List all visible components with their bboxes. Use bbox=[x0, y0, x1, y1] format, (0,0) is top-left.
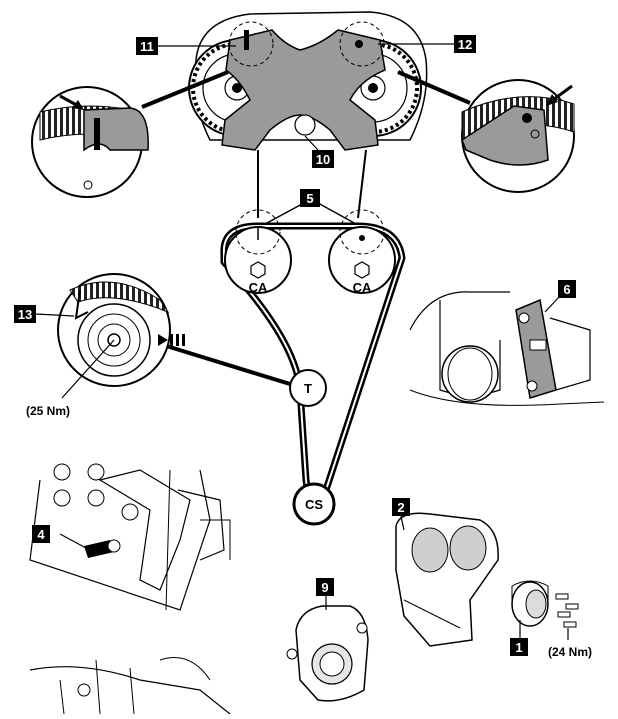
camshaft-locking-tool bbox=[221, 29, 386, 151]
pump-bolts bbox=[555, 593, 579, 628]
tensioner-detail: (25 Nm) bbox=[26, 273, 291, 418]
svg-text:11: 11 bbox=[140, 39, 154, 54]
svg-text:13: 13 bbox=[18, 307, 32, 322]
camshaft-sprocket-assembly bbox=[188, 11, 428, 151]
tensioner-torque-label: (25 Nm) bbox=[26, 404, 70, 418]
callout-9: 9 bbox=[316, 578, 334, 596]
engine-block-locking-pin bbox=[29, 463, 231, 611]
pump-torque-label: (24 Nm) bbox=[548, 645, 592, 659]
callout-1: 1 bbox=[510, 638, 528, 656]
callout-11: 11 bbox=[136, 37, 236, 55]
crankshaft-label: CS bbox=[305, 497, 323, 512]
svg-text:10: 10 bbox=[316, 152, 330, 167]
tensioner-fitment-detail bbox=[409, 291, 605, 406]
callout-13: 13 bbox=[14, 305, 75, 323]
svg-text:12: 12 bbox=[458, 37, 472, 52]
callout-4: 4 bbox=[32, 525, 50, 543]
left-camshaft-pulley: CA bbox=[224, 209, 292, 295]
right-camshaft-pulley: CA bbox=[328, 209, 396, 295]
svg-text:4: 4 bbox=[37, 527, 45, 542]
crankshaft-pulley: CS bbox=[292, 482, 336, 526]
tensioner-pulley: T bbox=[289, 369, 327, 407]
lower-timing-cover bbox=[286, 594, 369, 702]
callout-10: 10 bbox=[304, 135, 334, 168]
svg-text:5: 5 bbox=[306, 191, 313, 206]
engine-lower-sketch bbox=[29, 657, 231, 715]
water-pump-detail: (24 Nm) bbox=[511, 580, 592, 659]
svg-text:9: 9 bbox=[321, 580, 328, 595]
right-camshaft-label: CA bbox=[353, 280, 372, 295]
callout-5: 5 bbox=[300, 189, 320, 207]
svg-text:2: 2 bbox=[397, 500, 404, 515]
right-timing-mark-detail bbox=[397, 70, 575, 193]
svg-text:6: 6 bbox=[563, 282, 570, 297]
tensioner-label: T bbox=[304, 381, 312, 396]
svg-text:1: 1 bbox=[515, 640, 522, 655]
callout-2: 2 bbox=[392, 498, 410, 516]
left-camshaft-label: CA bbox=[249, 280, 268, 295]
upper-timing-cover bbox=[395, 511, 499, 647]
callout-6: 6 bbox=[558, 280, 576, 298]
left-timing-mark-detail bbox=[31, 70, 229, 198]
callout-12: 12 bbox=[378, 35, 476, 53]
